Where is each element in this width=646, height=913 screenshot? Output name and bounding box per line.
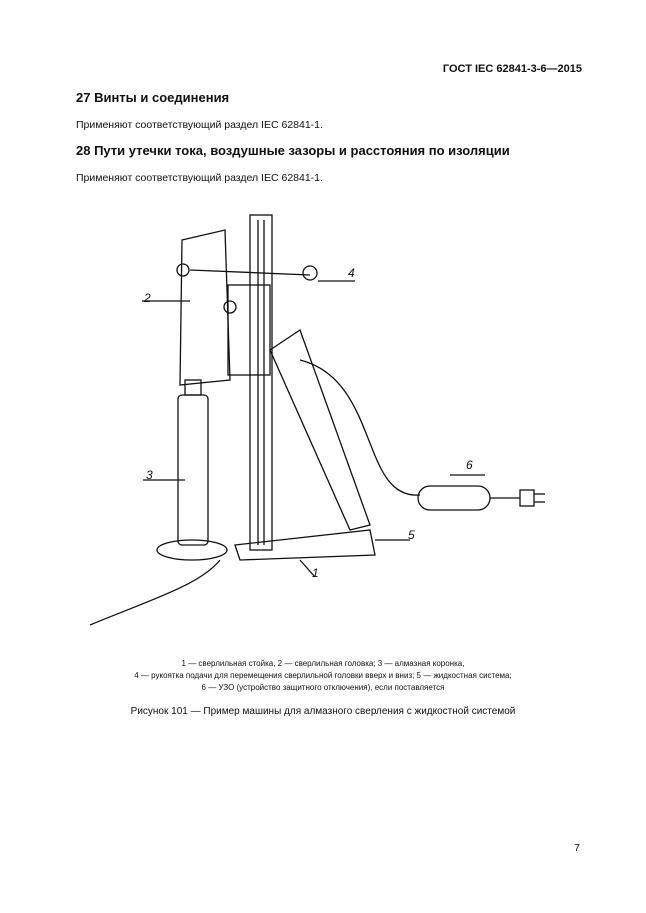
page-number: 7 bbox=[574, 842, 580, 854]
figure-label-3: 3 bbox=[146, 468, 153, 482]
figure-legend-line: 6 — УЗО (устройство защитного отключения… bbox=[201, 683, 445, 692]
diamond-drill-figure bbox=[89, 214, 545, 626]
figure-label-5: 5 bbox=[408, 528, 415, 542]
figure-label-1: 1 bbox=[312, 566, 319, 580]
figure-legend-line: 4 — рукоятка подачи для перемещения свер… bbox=[134, 671, 512, 680]
figure-title: Рисунок 101 — Пример машины для алмазног… bbox=[130, 706, 516, 717]
figure-legend-line: 1 — сверлильная стойка, 2 — сверлильная … bbox=[181, 659, 465, 668]
section-28-text: Применяют соответствующий раздел IEC 628… bbox=[76, 172, 323, 184]
figure-label-6: 6 bbox=[466, 458, 473, 472]
figure-label-4: 4 bbox=[348, 266, 355, 280]
standard-header: ГОСТ IEC 62841-3-6—2015 bbox=[442, 63, 582, 75]
section-27-text: Применяют соответствующий раздел IEC 628… bbox=[76, 119, 323, 131]
figure-label-2: 2 bbox=[144, 291, 151, 305]
section-27-heading: 27 Винты и соединения bbox=[76, 90, 230, 105]
section-28-heading: 28 Пути утечки тока, воздушные зазоры и … bbox=[76, 143, 510, 158]
